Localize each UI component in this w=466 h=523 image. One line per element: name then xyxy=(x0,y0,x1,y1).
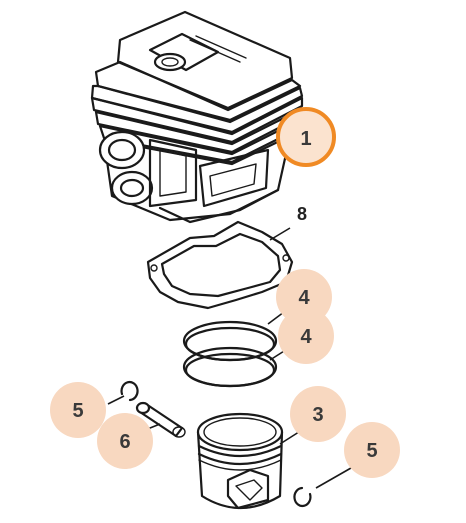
callout-4-lower[interactable]: 4 xyxy=(278,308,334,364)
callout-6[interactable]: 6 xyxy=(97,413,153,469)
callout-3-label: 3 xyxy=(312,404,323,426)
callout-5-right-label: 5 xyxy=(366,440,377,462)
callout-1-label: 1 xyxy=(300,128,311,150)
piston-drawing[interactable] xyxy=(196,412,284,510)
piston-ring-upper-drawing[interactable] xyxy=(182,320,278,362)
callout-4-lower-label: 4 xyxy=(300,326,312,348)
callout-8-label: 8 xyxy=(297,204,307,224)
cylinder-base-gasket-drawing[interactable] xyxy=(146,220,294,310)
callout-8[interactable]: 8 xyxy=(297,204,307,224)
callout-6-label: 6 xyxy=(119,431,130,453)
callout-4-upper-label: 4 xyxy=(298,287,310,309)
callout-5-right[interactable]: 5 xyxy=(344,422,400,478)
callout-5-left[interactable]: 5 xyxy=(50,382,106,438)
piston-ring-lower-drawing[interactable] xyxy=(182,346,278,388)
cylinder-drawing[interactable] xyxy=(90,10,304,224)
callout-1[interactable]: 1 xyxy=(276,107,336,167)
callout-3[interactable]: 3 xyxy=(290,386,346,442)
circlip-right-drawing[interactable] xyxy=(293,486,312,508)
circlip-left-drawing[interactable] xyxy=(120,380,139,402)
callout-5-left-label: 5 xyxy=(72,400,83,422)
piston-pin-drawing[interactable] xyxy=(135,401,186,438)
